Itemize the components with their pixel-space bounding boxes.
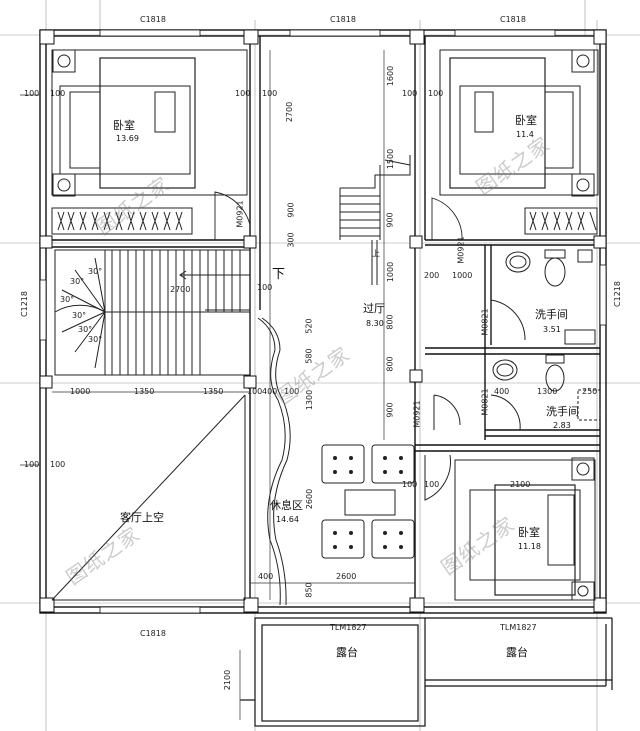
window-label-left: C1218 [19,291,29,317]
dim-h1350b: 1350 [203,387,224,396]
dim-v2600: 2600 [305,488,315,510]
dim-v900a: 900 [286,202,296,218]
room-name-hall: 过厅 [363,302,385,315]
room-area-bedroom-ne: 11.4 [516,130,534,139]
room-name-terrace-left: 露台 [336,646,358,659]
columns [39,29,607,613]
door-swing-nw [214,191,251,240]
dim-v800a: 800 [385,314,395,330]
dim-v1600: 1600 [386,65,396,87]
stair-up-label: 上 [372,249,380,258]
dimension-lines [20,50,415,720]
stair-down-label: 下 [272,267,286,282]
dim-v900b: 900 [385,212,395,228]
bathroom-fixtures [433,249,601,431]
room-area-bedroom-se: 11.18 [518,542,541,551]
window-label-top-right: C1818 [500,15,526,24]
dim-h2100: 2100 [510,480,531,489]
stair-angle-6: 30° [88,335,103,344]
window-label-top-left: C1818 [140,15,166,24]
bed-ne [439,49,599,197]
dim-v2100: 2100 [223,669,233,691]
door-label-terrace-right: TLM1827 [500,623,537,632]
stair-west [54,249,251,376]
room-name-bath-1: 洗手间 [535,308,568,321]
window-openings [39,29,607,614]
room-area-hall: 8.30 [366,319,384,328]
living-void [51,394,246,601]
room-name-bedroom-nw: 卧室 [113,119,135,132]
dim-v2700: 2700 [285,101,295,123]
lounge-arch [257,317,291,606]
room-name-living-void: 客厅上空 [120,511,164,524]
stair-angle-4: 30° [72,311,87,320]
dim-v900c: 900 [385,402,395,418]
room-area-bath-1: 3.51 [543,325,561,334]
dim-right-100a: 100 [402,89,418,98]
dim-mid-100b: 100 [262,89,278,98]
door-label-d5: M0921 [412,400,422,428]
dim-h200: 200 [424,271,440,280]
room-area-bedroom-nw: 13.69 [116,134,139,143]
room-name-bath-2: 洗手间 [546,405,579,418]
wardrobe-nw [51,207,193,235]
room-name-terrace-right: 露台 [506,646,528,659]
dim-v800b: 800 [385,356,395,372]
dim-v850: 850 [304,582,314,598]
dim-h2600: 2600 [336,572,357,581]
door-label-d2: M0921 [456,236,466,264]
stair-angle-3: 30° [60,295,75,304]
dim-h100-400c: 100 [284,387,300,396]
dim-h1000: 1000 [452,271,473,280]
window-label-right: C1218 [612,281,622,307]
dim-h100d: 100 [424,480,440,489]
dim-h400c: 400 [258,572,274,581]
window-label-top-mid: C1818 [330,15,356,24]
dim-h100-400a: 100 [247,387,263,396]
door-label-d1: M0921 [235,200,245,228]
door-swing-ne [431,197,463,241]
door-label-d4: M0821 [480,388,490,416]
room-area-lounge: 14.64 [276,515,299,524]
bed-se [424,454,596,601]
dim-h100-400b: 400 [262,387,278,396]
room-name-lounge: 休息区 [270,499,303,512]
dim-v520: 520 [304,318,314,334]
dim-h1000b: 1000 [70,387,91,396]
dim-h1350a: 1350 [134,387,155,396]
dim-h250: 250 [582,387,598,396]
dim-mid-100a: 100 [235,89,251,98]
lounge-furniture [321,444,415,559]
dim-right-100b: 100 [428,89,444,98]
room-name-bedroom-se: 卧室 [518,526,540,539]
dim-v1500: 1500 [386,148,396,170]
dim-stair-100: 100 [257,283,273,292]
stair-angle-1: 30° [88,267,103,276]
dim-h1300: 1300 [537,387,558,396]
dim-v300: 300 [286,232,296,248]
dim-h2700: 2700 [170,285,191,294]
dim-h400b: 400 [494,387,510,396]
room-name-bedroom-ne: 卧室 [515,114,537,127]
dim-left-100b: 100 [50,89,66,98]
wardrobe-ne [524,207,598,235]
stair-angle-5: 30° [78,325,93,334]
window-label-bottom-left: C1818 [140,629,166,638]
door-label-terrace-left: TLM1827 [330,623,367,632]
terraces [240,617,613,727]
dim-v1000: 1000 [386,261,396,283]
room-area-bath-2: 2.83 [553,421,571,430]
door-label-d3: M0821 [480,308,490,336]
bed-nw [51,49,248,197]
dim-left-100a: 100 [24,89,40,98]
dim-left-100d: 100 [50,460,66,469]
dim-h100c: 100 [402,480,418,489]
stair-angle-2: 30° [70,277,85,286]
stair-hall [339,155,411,285]
dim-left-100c: 100 [24,460,40,469]
